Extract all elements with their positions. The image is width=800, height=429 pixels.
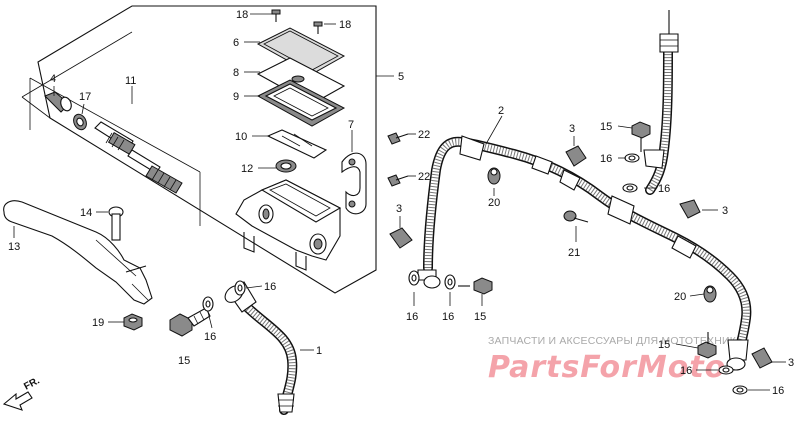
callout-1: 1 [316,345,322,357]
callout-15: 15 [658,339,670,351]
brake-hose-right [643,10,679,195]
master-cylinder-frame [21,5,377,294]
callout-16: 16 [600,153,612,165]
lever-pivot-bolt-part [108,206,124,241]
watermark: ЗАПЧАСТИ И АКСЕССУАРЫ ДЛЯ МОТОТЕХНИКИ Pa… [488,335,744,385]
callout-22: 22 [418,171,430,183]
callout-22: 22 [418,129,430,141]
callout-9: 9 [233,91,239,103]
callout-16: 16 [264,281,276,293]
callout-8: 8 [233,67,239,79]
callout-18: 18 [339,19,351,31]
callout-21: 21 [568,247,580,259]
callout-15: 15 [178,355,190,367]
reservoir-washer-part [275,159,297,173]
sealing-washer-part-left [202,280,246,312]
watermark-brand: PartsForMoto [488,350,726,385]
callout-6: 6 [233,37,239,49]
watermark-caption: ЗАПЧАСТИ И АКСЕССУАРЫ ДЛЯ МОТОТЕХНИКИ [488,335,744,347]
hose-clip-part [389,145,773,369]
pivot-nut-part [123,313,143,331]
screw-part [271,9,323,34]
callout-15: 15 [600,121,612,133]
callout-4: 4 [50,73,56,85]
brake-lever-part [3,200,153,305]
callout-3: 3 [396,203,402,215]
callout-20: 20 [488,197,500,209]
callout-12: 12 [241,163,253,175]
grommet-part [487,167,717,303]
diaphragm-part [256,79,346,127]
callout-10: 10 [235,131,247,143]
callout-labels: 18 18 6 8 9 10 12 7 5 4 17 11 14 13 19 1… [8,9,794,397]
leader-lines [13,13,786,391]
holder-bolt-part [387,132,409,187]
callout-16: 16 [204,331,216,343]
callout-18: 18 [236,9,248,21]
dust-boot-part [44,91,72,113]
callout-11: 11 [125,75,136,87]
front-direction-label: FR. [22,375,42,392]
hose-clamp-bolt-part [563,210,589,223]
oil-bolt-part [458,121,717,359]
callout-17: 17 [79,91,91,103]
snap-ring-part [73,113,87,131]
sealing-washer-part [408,153,748,395]
callout-3: 3 [569,123,575,135]
callout-20: 20 [674,291,686,303]
callout-15: 15 [474,311,486,323]
callout-5: 5 [398,71,404,83]
callout-7: 7 [348,119,354,131]
callout-16: 16 [442,311,454,323]
callout-16: 16 [406,311,418,323]
front-direction-marker: FR. [2,375,42,411]
brake-hose-main [417,135,752,371]
callout-14: 14 [80,207,92,219]
callout-16: 16 [680,365,692,377]
oil-bolt-part-left [169,307,211,337]
brake-hose-upper [224,281,298,415]
protector-part [266,129,328,159]
piston-kit-part [94,121,183,194]
callout-2: 2 [498,105,504,117]
callout-3: 3 [788,357,794,369]
master-cylinder-body [235,179,342,271]
callout-13: 13 [8,241,20,253]
callout-19: 19 [92,317,104,329]
callout-16: 16 [772,385,784,397]
callout-16: 16 [658,183,670,195]
callout-3: 3 [722,205,728,217]
master-cylinder-holder-part [341,152,367,215]
